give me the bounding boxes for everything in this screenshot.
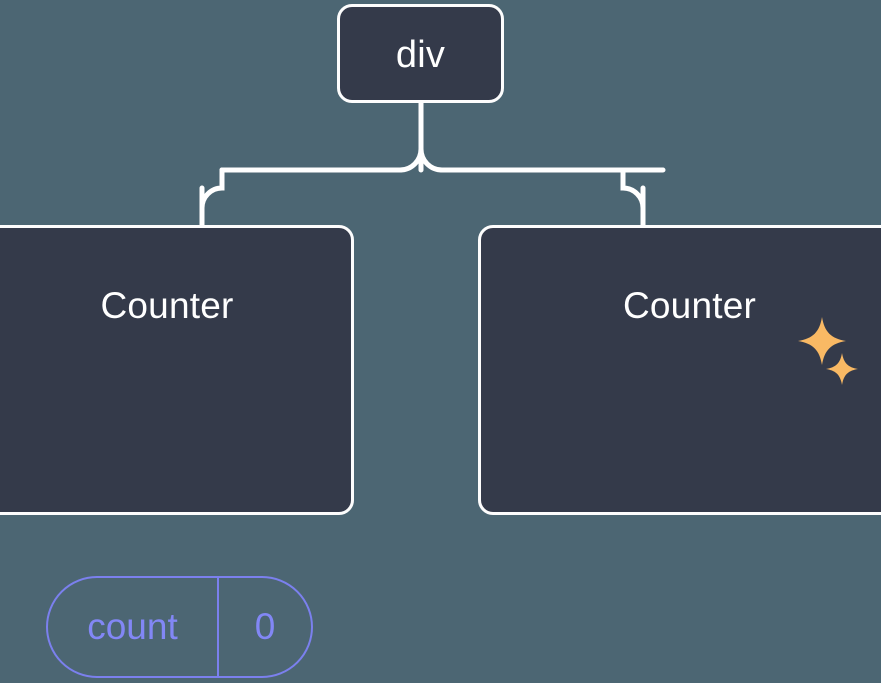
node-counter-right-label: Counter: [622, 285, 757, 326]
state-pill-count-left[interactable]: count 0: [46, 576, 313, 678]
state-key-label: count: [48, 578, 219, 676]
node-div-label: div: [395, 34, 446, 76]
sparkle-large-icon: [798, 317, 846, 365]
node-div[interactable]: div: [337, 4, 504, 103]
node-counter-left[interactable]: Counter count 0: [0, 225, 354, 678]
node-counter-left-label: Counter: [100, 285, 234, 326]
node-counter-right[interactable]: Counter count 1: [478, 225, 881, 515]
state-value-label: 0: [254, 606, 276, 647]
sparkle-small-icon: [826, 353, 858, 385]
diagram-canvas: div Counter count 0 Counter count 1: [0, 4, 881, 678]
